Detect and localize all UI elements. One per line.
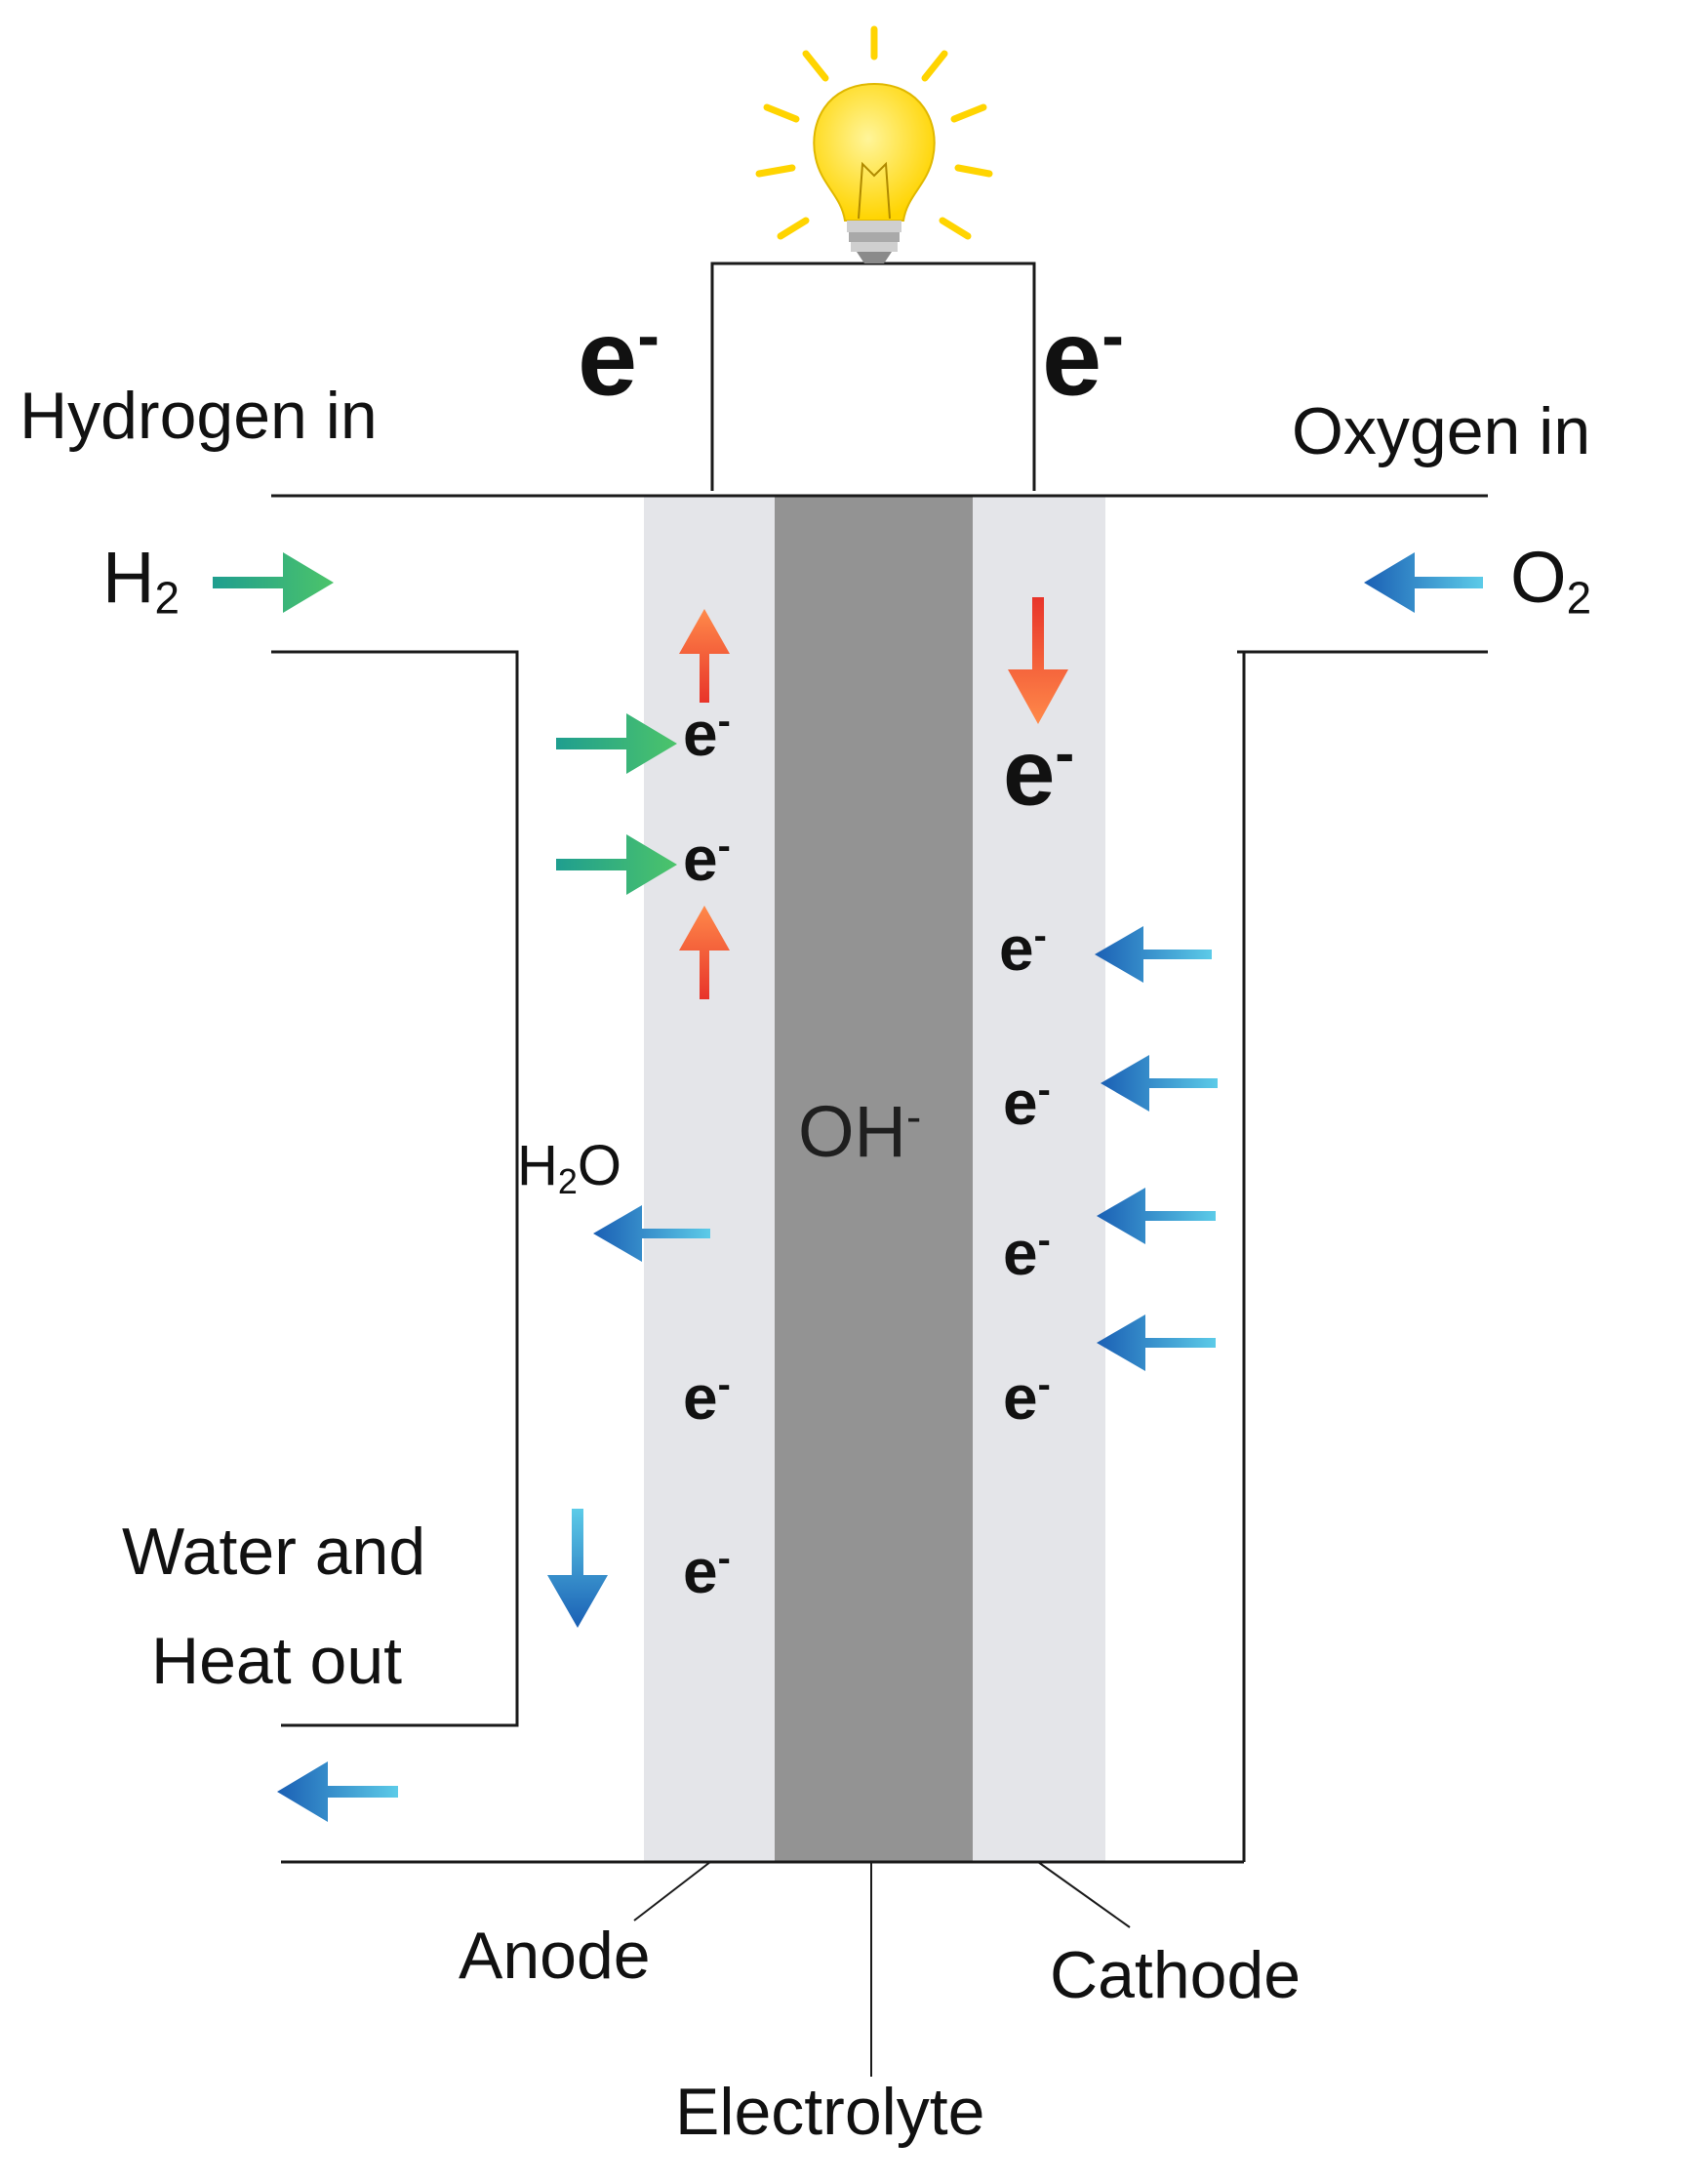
arrow-left-icon [1364,552,1483,613]
arrow-up-icon [679,609,730,703]
arrow-up-icon [679,906,730,999]
anode-electron: e- [683,824,731,894]
cathode-layer [973,496,1105,1862]
anode-electron: e- [683,1362,731,1433]
arrow-left-icon [277,1761,398,1822]
circuit-electron-right: e- [1042,298,1124,419]
anode-layer [644,496,776,1862]
cell-housing [271,494,1488,1864]
arrow-down-icon [1008,597,1068,724]
external-circuit-wire [710,262,1036,491]
hydrogen-formula: H2 [102,537,180,624]
cathode-electron: e- [999,913,1047,984]
cathode-electron: e- [1003,1362,1051,1433]
oxygen-formula: O2 [1510,537,1592,624]
water-heat-out-line2: Heat out [151,1624,403,1698]
cathode-label: Cathode [1050,1938,1302,2012]
anode-electron: e- [683,699,731,769]
hydroxide-ion-label: OH- [798,1091,922,1173]
arrow-right-icon [556,713,677,774]
water-heat-out-line1: Water and [122,1515,426,1589]
circuit-electron-left: e- [578,298,660,419]
arrow-down-icon [547,1509,608,1628]
hydrogen-in-label: Hydrogen in [20,379,378,453]
electrolyte-layer [775,496,974,1862]
arrow-right-icon [213,552,334,613]
water-formula: H2O [517,1134,622,1201]
arrow-left-icon [1097,1188,1216,1244]
electrolyte-label: Electrolyte [675,2075,985,2149]
arrow-right-icon [556,834,677,895]
anode-label: Anode [459,1919,651,1993]
cathode-electron: e- [1003,1068,1051,1138]
light-bulb-icon [755,25,993,263]
arrow-left-icon [1097,1314,1216,1371]
cathode-electron-large: e- [1003,720,1075,826]
cathode-electron: e- [1003,1218,1051,1288]
arrow-left-icon [1095,926,1212,983]
label-leaders [633,1861,1131,2077]
arrow-left-icon [1101,1055,1218,1112]
oxygen-in-label: Oxygen in [1292,394,1591,468]
anode-electron: e- [683,1536,731,1606]
arrow-left-icon [593,1205,710,1262]
